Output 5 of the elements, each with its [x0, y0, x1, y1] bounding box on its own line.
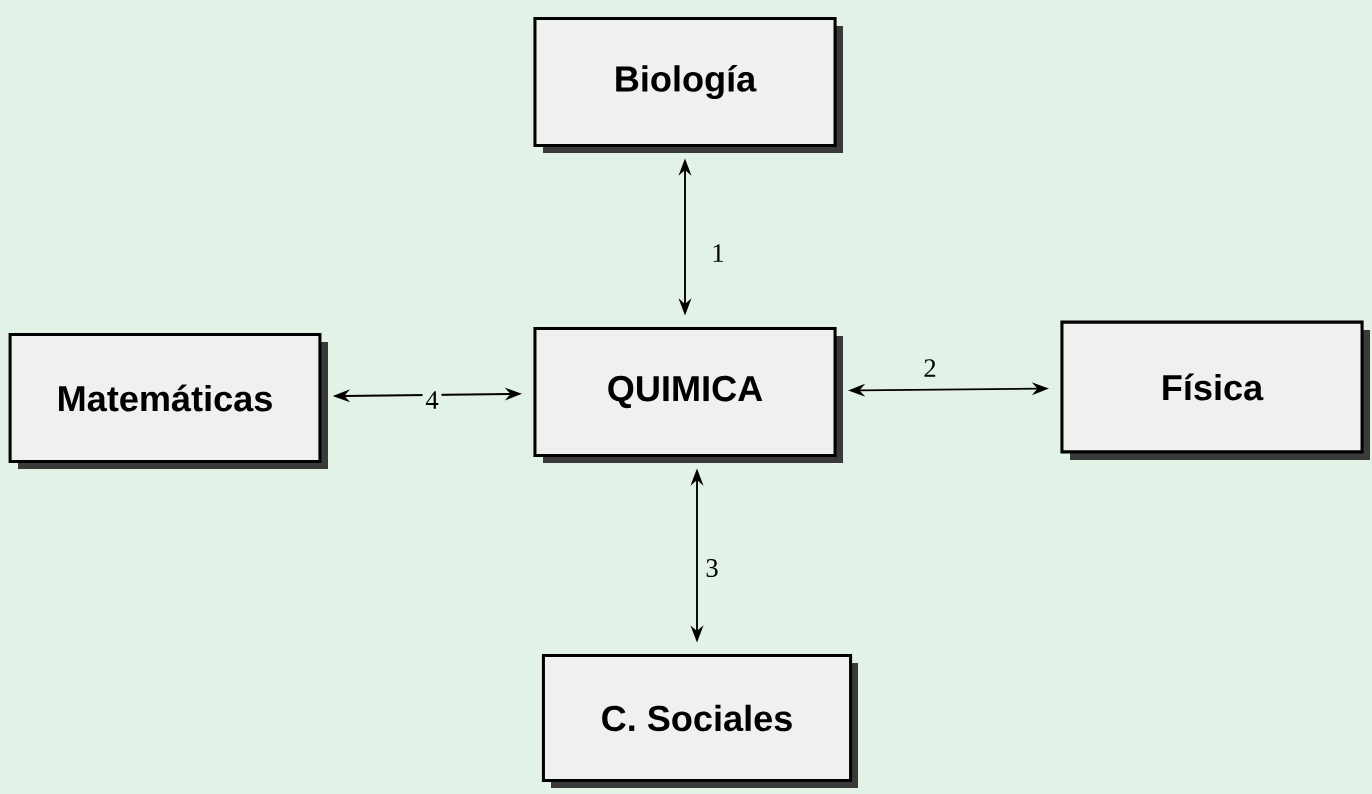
subject-box: Física [1060, 320, 1370, 460]
subject-box: Biología [533, 16, 843, 153]
subject-box: C. Sociales [541, 654, 858, 788]
subject-box: QUIMICA [533, 326, 843, 463]
subject-box: Matemáticas [8, 332, 328, 469]
